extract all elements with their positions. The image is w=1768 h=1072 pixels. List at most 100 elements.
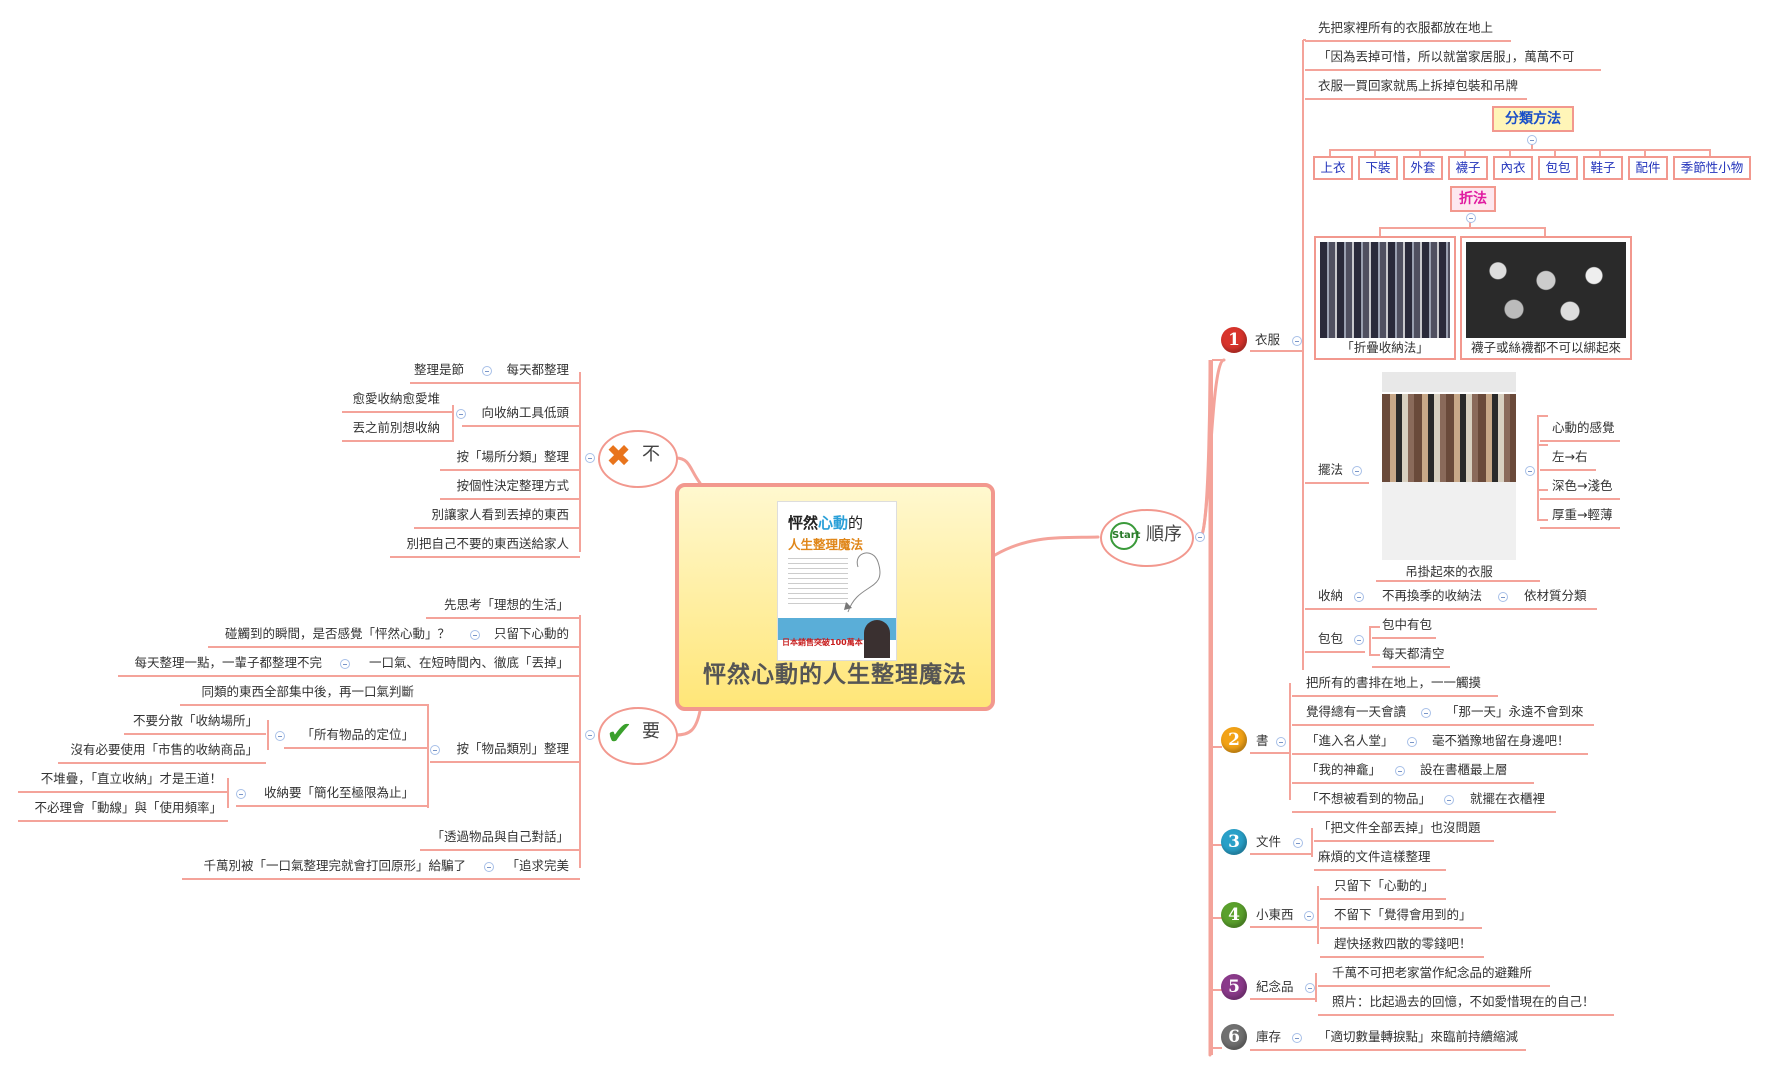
collapse-icon[interactable] bbox=[1421, 708, 1431, 718]
memento-label[interactable]: 紀念品 bbox=[1256, 979, 1294, 994]
do-cat-c-sub-1[interactable]: 不堆疊，「直立收納」才是王道！ bbox=[40, 771, 222, 786]
classify-item[interactable]: 內衣 bbox=[1493, 156, 1533, 180]
fold-photo-1[interactable]: 「折疊收納法」 bbox=[1314, 236, 1456, 360]
dont-item-5[interactable]: 別讓家人看到丟掉的東西 bbox=[431, 507, 569, 522]
do-cat-c[interactable]: 收納要「簡化至極限為止」 bbox=[263, 785, 414, 800]
books-item-3[interactable]: 「進入名人堂」 bbox=[1306, 733, 1394, 748]
stock-label[interactable]: 庫存 bbox=[1256, 1029, 1282, 1044]
collapse-bag-icon[interactable] bbox=[1354, 635, 1364, 645]
dont-item-6[interactable]: 別把自己不要的東西送給家人 bbox=[406, 536, 569, 551]
collapse-dont-icon[interactable] bbox=[585, 453, 595, 463]
collapse-icon[interactable] bbox=[1395, 766, 1405, 776]
dont-item-2-sub-2[interactable]: 丟之前別想收納 bbox=[352, 420, 440, 435]
collapse-icon[interactable] bbox=[1444, 795, 1454, 805]
books-item-3-sub[interactable]: 毫不猶豫地留在身邊吧！ bbox=[1432, 733, 1570, 748]
classify-item[interactable]: 上衣 bbox=[1313, 156, 1353, 180]
storage-method[interactable]: 不再換季的收納法 bbox=[1382, 588, 1483, 603]
do-cat-b-sub-2[interactable]: 沒有必要使用「市售的收納商品」 bbox=[70, 742, 258, 757]
do-topic[interactable] bbox=[598, 707, 678, 765]
dont-item-2[interactable]: 向收納工具低頭 bbox=[481, 405, 569, 420]
do-cat-c-sub-2[interactable]: 不必理會「動線」與「使用頻率」 bbox=[34, 800, 222, 815]
collapse-books-icon[interactable] bbox=[1276, 737, 1286, 747]
dont-item-1[interactable]: 每天都整理 bbox=[506, 362, 569, 377]
collapse-icon[interactable] bbox=[470, 630, 480, 640]
collapse-icon[interactable] bbox=[1407, 737, 1417, 747]
do-perfect[interactable]: 「追求完美 bbox=[506, 858, 569, 873]
books-label[interactable]: 書 bbox=[1256, 733, 1269, 748]
books-item-2[interactable]: 覺得總有一天會讀 bbox=[1306, 704, 1407, 719]
clothes-rule-2[interactable]: 「因為丟掉可惜，所以就當家居服」，萬萬不可 bbox=[1318, 49, 1575, 64]
do-touch[interactable]: 只留下心動的 bbox=[493, 626, 569, 641]
do-cat-b-sub-1[interactable]: 不要分散「收納場所」 bbox=[132, 713, 258, 728]
clothes-rule-3[interactable]: 衣服一買回家就馬上拆掉包裝和吊牌 bbox=[1318, 78, 1519, 93]
do-cat-a[interactable]: 同類的東西全部集中後，再一口氣判斷 bbox=[201, 684, 414, 699]
docs-label[interactable]: 文件 bbox=[1256, 834, 1282, 849]
collapse-stock-icon[interactable] bbox=[1292, 1033, 1302, 1043]
collapse-hang-icon[interactable] bbox=[1352, 466, 1362, 476]
fold-photo-2[interactable]: 襪子或絲襪都不可以綁起來 bbox=[1460, 236, 1632, 360]
books-item-4-sub[interactable]: 設在書櫃最上層 bbox=[1420, 762, 1508, 777]
classify-item[interactable]: 配件 bbox=[1628, 156, 1668, 180]
bag-item-1[interactable]: 包中有包 bbox=[1382, 617, 1433, 632]
collapse-icon[interactable] bbox=[430, 745, 440, 755]
collapse-icon[interactable] bbox=[236, 789, 246, 799]
hang-photo[interactable]: 吊掛起來的衣服 bbox=[1376, 366, 1522, 584]
collapse-icon[interactable] bbox=[484, 862, 494, 872]
collapse-docs-icon[interactable] bbox=[1293, 838, 1303, 848]
small-item-2[interactable]: 不留下「覺得會用到的」 bbox=[1334, 907, 1472, 922]
books-item-1[interactable]: 把所有的書排在地上，一一觸摸 bbox=[1306, 675, 1482, 690]
hang-rule-1[interactable]: 心動的感覺 bbox=[1552, 420, 1615, 435]
small-item-3[interactable]: 趕快拯救四散的零錢吧！ bbox=[1334, 936, 1472, 951]
do-touch-sub[interactable]: 碰觸到的瞬間，是否感覺「怦然心動」？ bbox=[224, 626, 450, 641]
classify-item[interactable]: 包包 bbox=[1538, 156, 1578, 180]
storage-label[interactable]: 收納 bbox=[1318, 588, 1344, 603]
classify-item[interactable]: 鞋子 bbox=[1583, 156, 1623, 180]
do-cat-b[interactable]: 「所有物品的定位」 bbox=[301, 727, 414, 742]
do-think[interactable]: 先思考「理想的生活」 bbox=[443, 597, 569, 612]
fold-header[interactable]: 折法 bbox=[1450, 186, 1496, 212]
do-perfect-sub[interactable]: 千萬別被「一口氣整理完就會打回原形」給騙了 bbox=[203, 858, 466, 873]
do-dialog[interactable]: 「透過物品與自己對話」 bbox=[431, 829, 569, 844]
collapse-clothes-icon[interactable] bbox=[1292, 336, 1302, 346]
hang-label[interactable]: 擺法 bbox=[1318, 462, 1344, 477]
dont-item-2-sub-1[interactable]: 愈愛收納愈愛堆 bbox=[352, 391, 440, 406]
collapse-memento-icon[interactable] bbox=[1305, 983, 1315, 993]
collapse-icon[interactable] bbox=[340, 659, 350, 669]
docs-item-2[interactable]: 麻煩的文件這樣整理 bbox=[1318, 849, 1431, 864]
bag-item-2[interactable]: 每天都清空 bbox=[1382, 646, 1445, 661]
do-once-sub[interactable]: 每天整理一點，一輩子都整理不完 bbox=[134, 655, 322, 670]
books-item-5-sub[interactable]: 就擺在衣櫃裡 bbox=[1470, 791, 1546, 806]
docs-item-1[interactable]: 「把文件全部丟掉」也沒問題 bbox=[1318, 820, 1481, 835]
classify-item[interactable]: 季節性小物 bbox=[1673, 156, 1751, 180]
classify-item[interactable]: 外套 bbox=[1403, 156, 1443, 180]
collapse-hang-rules-icon[interactable] bbox=[1525, 466, 1535, 476]
collapse-fold-icon[interactable] bbox=[1466, 213, 1476, 223]
collapse-icon[interactable] bbox=[482, 366, 492, 376]
books-item-2-sub[interactable]: 「那一天」永遠不會到來 bbox=[1446, 704, 1584, 719]
memento-item-1[interactable]: 千萬不可把老家當作紀念品的避難所 bbox=[1332, 965, 1533, 980]
collapse-small-icon[interactable] bbox=[1304, 911, 1314, 921]
do-category[interactable]: 按「物品類別」整理 bbox=[456, 741, 569, 756]
small-item-1[interactable]: 只留下「心動的」 bbox=[1334, 878, 1435, 893]
dont-topic[interactable] bbox=[598, 430, 678, 488]
hang-rule-2[interactable]: 左→右 bbox=[1552, 449, 1588, 464]
storage-material[interactable]: 依材質分類 bbox=[1524, 588, 1587, 603]
collapse-classify-icon[interactable] bbox=[1527, 135, 1537, 145]
books-item-4[interactable]: 「我的神龕」 bbox=[1306, 762, 1382, 777]
do-once[interactable]: 一口氣、在短時間內、徹底「丟掉」 bbox=[368, 655, 569, 670]
classify-item[interactable]: 下裝 bbox=[1358, 156, 1398, 180]
stock-item-1[interactable]: 「適切數量轉捩點」來臨前持續縮減 bbox=[1318, 1029, 1519, 1044]
dont-item-3[interactable]: 按「場所分類」整理 bbox=[456, 449, 569, 464]
memento-item-2[interactable]: 照片：比起過去的回憶，不如愛惜現在的自己！ bbox=[1332, 994, 1595, 1009]
dont-item-4[interactable]: 按個性決定整理方式 bbox=[456, 478, 569, 493]
clothes-rule-1[interactable]: 先把家裡所有的衣服都放在地上 bbox=[1318, 20, 1494, 35]
collapse-icon[interactable] bbox=[275, 731, 285, 741]
small-label[interactable]: 小東西 bbox=[1256, 907, 1294, 922]
central-topic[interactable]: 怦然心動的 人生整理魔法 日本銷售突破100萬本！ 怦然心動的人生整理魔法 bbox=[675, 483, 995, 711]
clothes-label[interactable]: 衣服 bbox=[1255, 332, 1281, 347]
collapse-order-icon[interactable] bbox=[1195, 532, 1205, 542]
hang-rule-4[interactable]: 厚重→輕薄 bbox=[1552, 507, 1613, 522]
hang-rule-3[interactable]: 深色→淺色 bbox=[1552, 478, 1613, 493]
bag-label[interactable]: 包包 bbox=[1318, 631, 1344, 646]
collapse-icon[interactable] bbox=[456, 409, 466, 419]
